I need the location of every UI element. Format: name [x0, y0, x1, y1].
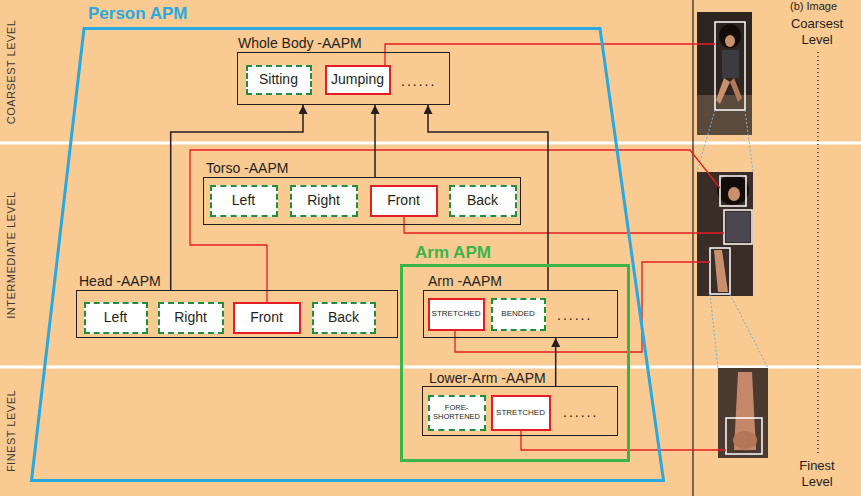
leader-line — [404, 217, 724, 233]
ellipsis: ...... — [563, 404, 598, 420]
photo-patch — [726, 418, 762, 454]
aapm-box: LeftRightFrontBackHead -AAPM — [76, 290, 398, 338]
state-label: FORE-SHORTENED — [432, 404, 482, 421]
leader-line — [190, 150, 720, 302]
aapm-box: LeftRightFrontBackTorso -AAPM — [203, 177, 521, 225]
state-label: Jumping — [331, 71, 384, 87]
photo-hair — [719, 24, 741, 48]
photo-leg — [730, 78, 742, 102]
part-state-box: Back — [449, 185, 517, 217]
scale-label: Finest Level — [786, 458, 848, 489]
zoom-line — [745, 110, 753, 172]
photo-floor — [697, 95, 752, 135]
state-label: Front — [250, 309, 283, 325]
aapm-title: Whole Body -AAPM — [238, 35, 362, 51]
scale-label: Coarsest Level — [786, 16, 848, 47]
selected-state-box: STRETCHED — [428, 298, 485, 331]
photo-arm — [734, 372, 756, 450]
photo-patch — [710, 248, 730, 294]
state-label: Sitting — [259, 71, 298, 87]
level-divider — [0, 142, 861, 145]
arm-apm-region: STRETCHED BENDED Arm -AAPM...... FORE-SHORT… — [400, 264, 630, 462]
selected-state-box: Front — [233, 302, 301, 334]
photo-patch — [715, 22, 745, 110]
zoom-line — [730, 294, 768, 368]
aapm-title: Lower-Arm -AAPM — [429, 370, 546, 386]
photo-patch — [720, 176, 746, 206]
part-state-box: Sitting — [246, 65, 312, 95]
part-state-box: FORE-SHORTENED — [428, 395, 486, 431]
part-state-box: Left — [84, 302, 148, 334]
part-state-box: BENDED — [491, 298, 546, 331]
photo-face — [728, 187, 740, 201]
state-label: Left — [104, 309, 127, 325]
hierarchy-arrow — [171, 105, 303, 290]
state-label: Right — [174, 309, 207, 325]
trapezoid-outline — [32, 29, 664, 481]
scale-label: (b) Image — [790, 0, 858, 13]
part-state-box: Right — [290, 185, 358, 217]
state-label: STRETCHED — [432, 309, 481, 318]
model-title: Arm APM — [415, 243, 491, 263]
photo-arm — [714, 250, 728, 292]
photo-patch — [724, 210, 752, 244]
photo — [718, 368, 768, 458]
aapm-box: FORE-SHORTENEDSTRETCHEDLower-Arm -AAPM..… — [422, 386, 618, 436]
photo — [697, 12, 752, 135]
part-state-box: Left — [210, 185, 278, 217]
hierarchy-arrow — [374, 105, 376, 177]
scale-line — [817, 52, 818, 454]
state-label: STRETCHED — [496, 408, 545, 417]
level-label: INTERMEDIATE LEVEL — [5, 191, 18, 318]
hierarchy-arrow — [428, 105, 548, 290]
photo-hair — [717, 175, 749, 205]
column-divider — [692, 0, 693, 496]
part-state-box: Back — [312, 302, 376, 334]
photo-face — [725, 35, 735, 47]
model-title: Person APM — [88, 4, 188, 24]
zoom-line — [710, 294, 718, 368]
aapm-box: SittingJumpingWhole Body -AAPM...... — [237, 52, 450, 105]
level-label: COARSEST LEVEL — [5, 20, 18, 125]
photo — [697, 172, 753, 296]
state-label: BENDED — [501, 309, 534, 318]
aapm-title: Torso -AAPM — [206, 160, 288, 176]
state-label: Back — [328, 309, 359, 325]
leader-line — [385, 44, 715, 65]
photo-hand — [733, 431, 757, 449]
person-apm-region: Sitting Jumping Whole Body -AAPM...... Left… — [30, 27, 665, 482]
photo-torso — [726, 212, 750, 242]
leader-line — [521, 431, 726, 450]
ellipsis: ...... — [401, 73, 436, 89]
selected-state-box: STRETCHED — [491, 395, 551, 431]
aapm-box: STRETCHEDBENDEDArm -AAPM...... — [423, 290, 618, 338]
state-label: Front — [387, 192, 420, 208]
photo-leg — [716, 78, 730, 104]
selected-state-box: Jumping — [325, 65, 391, 95]
hierarchy-arrow — [555, 338, 557, 386]
photo-torso — [722, 50, 739, 78]
state-label: Right — [307, 192, 340, 208]
aapm-title: Arm -AAPM — [428, 273, 502, 289]
part-state-box: Right — [158, 302, 224, 334]
ellipsis: ...... — [557, 307, 592, 323]
level-label: FINEST LEVEL — [5, 390, 18, 472]
state-label: Back — [467, 192, 498, 208]
selected-state-box: Front — [370, 185, 438, 217]
aapm-title: Head -AAPM — [79, 273, 161, 289]
state-label: Left — [232, 192, 255, 208]
